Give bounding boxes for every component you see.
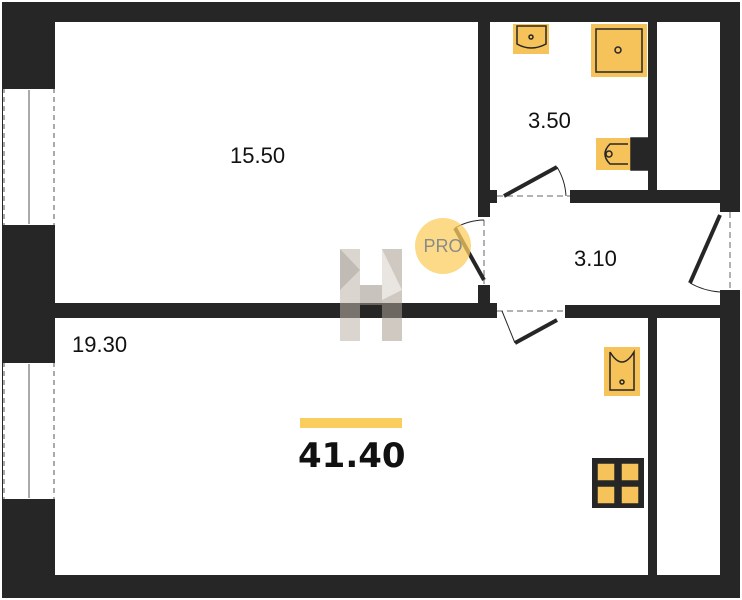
- wall-bath-right: [648, 22, 657, 190]
- stove-icon: [592, 458, 644, 508]
- bathroom-sink-icon: [513, 24, 549, 54]
- wall-middle-left: [55, 303, 497, 318]
- door-kitchen: [497, 310, 565, 345]
- kitchen-sink-icon: [604, 347, 640, 396]
- room-area-hallway: 3.10: [574, 246, 617, 271]
- pro-badge: PRO: [415, 218, 471, 274]
- window-upper: [2, 86, 55, 228]
- wall-bath-left-lower: [478, 285, 490, 318]
- wall-right-upper: [720, 2, 740, 212]
- wall-right-lower: [720, 290, 740, 598]
- entrance-door: [688, 212, 731, 293]
- wall-bath-left: [478, 22, 490, 217]
- door-bathroom: [497, 165, 570, 198]
- window-lower: [2, 360, 55, 502]
- room-area-bathroom: 3.50: [528, 108, 571, 133]
- wall-bath-bottom-b: [570, 190, 720, 203]
- room-area-main: 15.50: [230, 143, 286, 168]
- wall-top: [2, 2, 740, 22]
- wall-kitchen: [648, 318, 657, 575]
- room-area-kitchen-living: 19.30: [72, 332, 128, 357]
- wall-middle-right: [565, 305, 720, 318]
- toilet-icon: [596, 137, 649, 171]
- total-area: 41.40: [298, 436, 406, 476]
- fixtures: [513, 24, 649, 508]
- wall-bath-bottom-a: [478, 190, 497, 203]
- total-area-bar: [300, 418, 402, 428]
- wall-bottom: [2, 575, 740, 598]
- shower-icon: [591, 24, 647, 77]
- logo-watermark: [340, 249, 402, 341]
